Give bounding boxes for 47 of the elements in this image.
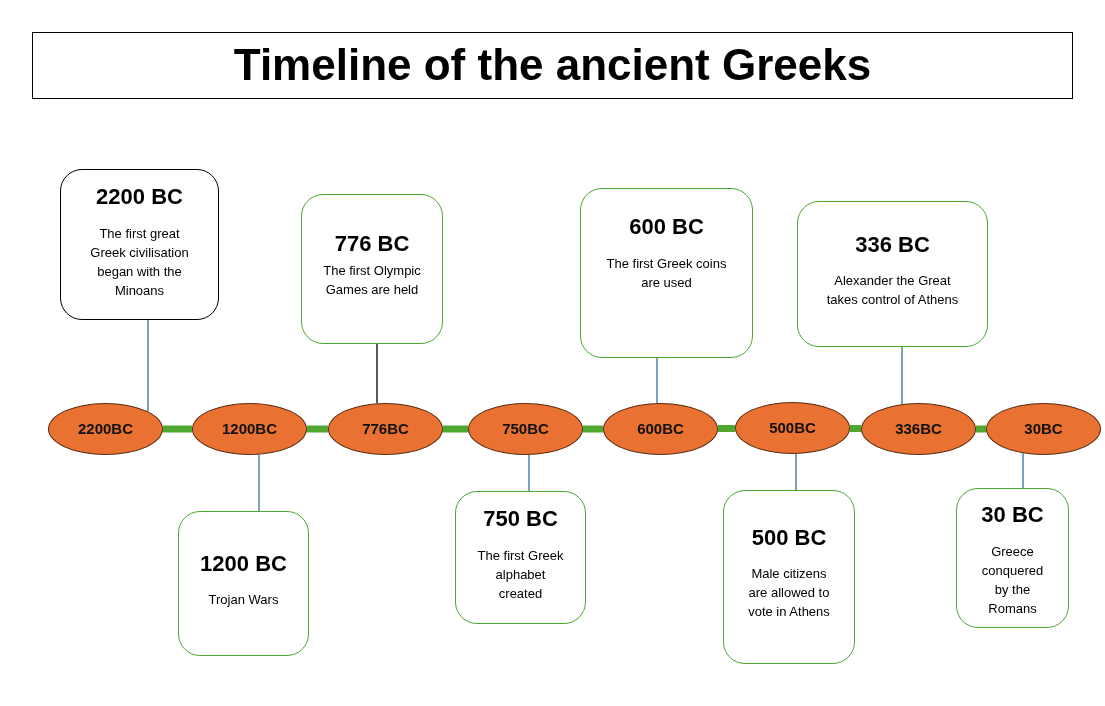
- event-card: [455, 491, 586, 624]
- date-label: 750BC: [502, 420, 549, 438]
- timeline-segment: [307, 425, 328, 433]
- date-label: 2200BC: [77, 420, 133, 438]
- leader-line: [376, 343, 378, 404]
- event-year: 500 BC: [751, 525, 827, 551]
- event-card: [178, 511, 309, 656]
- leader-line: [258, 454, 260, 512]
- timeline-segment: [583, 425, 603, 433]
- event-description: Male citizens are allowed to vote in Athens: [747, 565, 831, 621]
- event-year: 2200 BC: [96, 184, 183, 210]
- event-year: 1200 BC: [200, 551, 287, 577]
- event-description: The first Olympic Games are held: [322, 262, 422, 299]
- event-year: 600 BC: [629, 214, 704, 240]
- event-description: The first great Greek civilisation began with the Minoans: [89, 225, 190, 300]
- timeline-segment: [163, 425, 192, 433]
- event-description: Greece conquered by the Romans: [980, 543, 1045, 618]
- leader-line: [528, 454, 530, 492]
- event-card: [956, 488, 1069, 628]
- event-card: [797, 201, 988, 347]
- date-label: 336BC: [895, 420, 942, 438]
- date-label: 600BC: [637, 420, 684, 438]
- event-card: [301, 194, 443, 344]
- event-year: 776 BC: [334, 231, 410, 257]
- event-card: [60, 169, 219, 320]
- leader-line: [795, 453, 797, 491]
- event-year: 336 BC: [855, 232, 930, 258]
- leader-line: [656, 357, 658, 404]
- timeline-segment: [718, 425, 735, 432]
- timeline-segment: [443, 425, 468, 433]
- event-card: [580, 188, 753, 358]
- event-description: Alexander the Great takes control of Athens: [825, 272, 960, 309]
- timeline-segment: [976, 425, 986, 433]
- leader-line: [147, 319, 149, 413]
- leader-line: [901, 346, 903, 405]
- timeline-segment: [850, 425, 861, 432]
- date-label: 1200BC: [221, 420, 277, 438]
- date-label: 30BC: [1024, 420, 1063, 438]
- event-card: [723, 490, 855, 664]
- event-year: 750 BC: [483, 506, 558, 532]
- event-description: Trojan Wars: [207, 591, 280, 609]
- title-banner: Timeline of the ancient Greeks: [32, 32, 1073, 99]
- date-label: 500BC: [769, 419, 816, 437]
- event-description: The first Greek alphabet created: [476, 547, 565, 603]
- event-year: 30 BC: [981, 502, 1044, 528]
- date-label: 776BC: [362, 420, 409, 438]
- event-description: The first Greek coins are used: [605, 255, 728, 292]
